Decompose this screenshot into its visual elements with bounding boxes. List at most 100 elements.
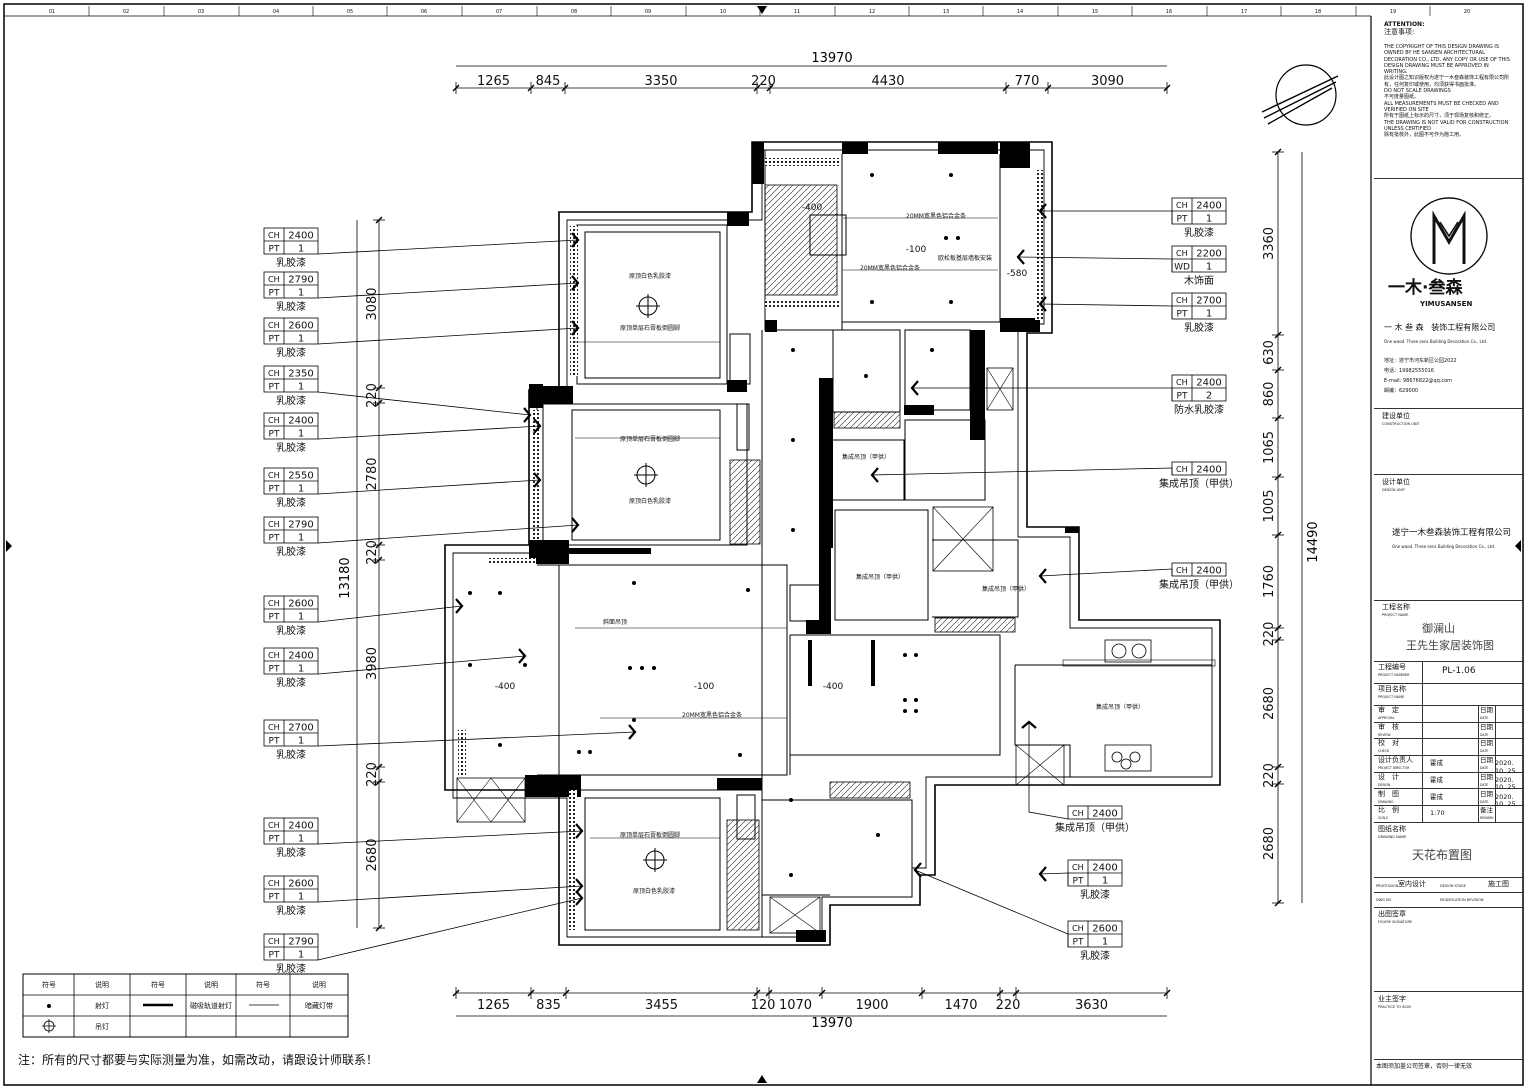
dwg-no-en: DWG NO	[1376, 898, 1392, 902]
drawing-name-cn: 图纸名称	[1378, 825, 1406, 833]
grid-number: 09	[645, 9, 651, 15]
svg-text:集成吊顶（甲供）: 集成吊顶（甲供）	[856, 573, 904, 581]
callout-ceiling-height: 2400	[288, 651, 313, 662]
signature-role-en: APPROVAL	[1378, 716, 1395, 720]
legend-h2: 说明	[95, 980, 109, 989]
callout-number: 1	[298, 429, 304, 440]
callout-ceiling-height: 2400	[1196, 378, 1221, 389]
callout-arrow-icon	[571, 275, 580, 291]
callout-ceiling-height: 2600	[288, 879, 313, 890]
date-label-en: DATE	[1480, 716, 1489, 720]
callout-arrow-icon	[910, 380, 919, 396]
callout-number: 1	[298, 533, 304, 544]
footnote: 注：所有的尺寸都要与实际测量为准，如需改动，请跟设计师联系！	[18, 1052, 378, 1067]
callout-material: 乳胶漆	[276, 748, 306, 761]
callout-ceiling-height: 2400	[1092, 863, 1117, 874]
callout-code: PT	[269, 430, 280, 440]
signature-date: 2020. 10. 25	[1495, 775, 1516, 792]
callout-number: 1	[298, 288, 304, 299]
callout-ch-label: CH	[1176, 296, 1188, 305]
svg-text:-400: -400	[495, 682, 516, 692]
callout-code: PT	[1073, 938, 1084, 948]
dim-segment: 4430	[871, 74, 904, 89]
dim-segment: 220	[751, 74, 776, 89]
callout-material: 乳胶漆	[276, 624, 306, 637]
callout-material: 乳胶漆	[276, 300, 306, 313]
callout-ch-label: CH	[268, 821, 280, 830]
signature-role: 审 核	[1378, 722, 1399, 731]
callout-number: 1	[1102, 876, 1108, 887]
design-unit-name-en: One wood. Three sens Building Decoration…	[1392, 544, 1496, 549]
svg-text:原顶白色乳胶漆: 原顶白色乳胶漆	[629, 497, 671, 505]
callout-code: PT	[269, 951, 280, 961]
callout-number: 1	[298, 892, 304, 903]
callout-ceiling-height: 2400	[288, 416, 313, 427]
date-label-en: REMARK	[1480, 816, 1494, 821]
dim-segment: 2680	[1262, 827, 1277, 860]
grid-number: 11	[794, 9, 800, 15]
callout-code: PT	[269, 485, 280, 495]
dim-segment: 220	[365, 762, 380, 787]
company-logo-sub: YIMUSANSEN	[1420, 300, 1473, 308]
date-label-en: DATE	[1480, 799, 1489, 804]
callout-material: 乳胶漆	[276, 962, 306, 975]
dim-segment: 630	[1262, 340, 1277, 365]
svg-text:20MM宽黑色铝合金条: 20MM宽黑色铝合金条	[860, 264, 920, 272]
pendant-lamp-icon	[634, 463, 658, 487]
callout-ch-label: CH	[268, 275, 280, 284]
design-unit-name: 遂宁一木叁森装饰工程有限公司	[1392, 528, 1512, 538]
date-label: 日期	[1480, 722, 1493, 731]
svg-text:-400: -400	[802, 203, 823, 213]
callout-material: 防水乳胶漆	[1174, 403, 1224, 416]
callout-code: PT	[1177, 310, 1188, 320]
dim-segment: 1470	[944, 998, 977, 1013]
dim-segment: 2780	[365, 457, 380, 490]
dim-segment: 220	[996, 998, 1021, 1013]
pendant-lamp-icon	[636, 294, 660, 318]
svg-text:欧松板基层墙板安装: 欧松板基层墙板安装	[938, 254, 992, 262]
project-number: PL-1.06	[1442, 666, 1476, 676]
date-label: 日期	[1480, 756, 1493, 765]
company-name-en: One wood. Three sens Building Decoration…	[1384, 339, 1488, 344]
figure-signature-cn: 出图签章	[1378, 910, 1406, 918]
construction-unit-cn: 建设单位	[1382, 412, 1410, 420]
signature-role-en: SCALE	[1378, 816, 1389, 821]
project-name-2: 王先生家居装饰图	[1406, 639, 1494, 652]
callout-arrow-icon	[455, 598, 464, 614]
svg-text:原顶单层石膏板倒圆脚: 原顶单层石膏板倒圆脚	[620, 831, 680, 839]
item-name-en: PROJECT NAME	[1378, 695, 1405, 699]
callout-ch-label: CH	[1072, 924, 1084, 933]
date-label-en: DATE	[1480, 732, 1489, 737]
callout-number: 1	[1206, 214, 1212, 225]
callout-material: 乳胶漆	[276, 904, 306, 917]
legend-h5: 符号	[256, 980, 270, 989]
svg-text:20MM宽黑色铝合金条: 20MM宽黑色铝合金条	[682, 711, 742, 719]
callout-arrow-icon	[533, 472, 542, 488]
dim-segment: 835	[536, 998, 561, 1013]
callout-ceiling-height: 2400	[1196, 201, 1221, 212]
dim-segment: 220	[1262, 763, 1277, 788]
callout-code: PT	[269, 893, 280, 903]
signature-value: 1:70	[1430, 809, 1445, 818]
grid-number: 05	[347, 9, 353, 15]
dim-segment: 3350	[644, 74, 677, 89]
signature-role-en: DRAWING	[1378, 799, 1394, 804]
signature-date: 2020. 10. 25	[1495, 792, 1516, 808]
callout-material: 乳胶漆	[276, 394, 306, 407]
spotlight-marks	[468, 173, 960, 877]
svg-text:-400: -400	[823, 682, 844, 692]
